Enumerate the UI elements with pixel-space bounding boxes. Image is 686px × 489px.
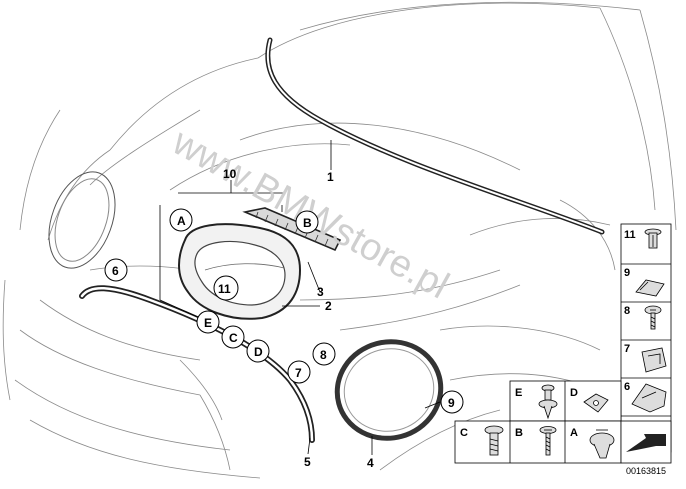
expanding-rivet-icon-E [538,384,558,420]
spring-nut-icon-D [583,393,609,413]
air-scoop-part-2 [178,223,302,320]
callout-9: 9 [448,396,455,410]
rivet-icon-11 [644,228,662,249]
fastener-legend-right-column [620,223,672,453]
callout-6: 6 [112,264,119,278]
legend-item-D: D [570,387,578,399]
callout-10: 10 [223,167,237,181]
legend-item-E: E [515,387,522,399]
legend-item-B: B [515,427,523,439]
clip-icon-9 [635,279,665,297]
callout-5: 5 [304,455,311,469]
callout-7: 7 [295,366,302,380]
push-clip-icon-A [589,429,615,459]
leader-lines [159,140,441,455]
tapping-screw-icon-B [539,426,557,456]
legend-item-6: 6 [624,381,630,393]
legend-item-9: 9 [624,267,630,279]
callout-E: E [204,316,212,330]
callout-A: A [177,214,186,228]
callout-D: D [254,345,263,359]
bracket-icon-6 [631,383,667,413]
document-number: 00163815 [626,466,666,476]
nut-clip-icon-7 [641,347,667,373]
callout-B: B [303,216,312,230]
headlamp-ring-part-4 [334,339,444,441]
callout-8: 8 [320,348,327,362]
legend-item-11: 11 [624,229,636,241]
legend-item-8: 8 [624,305,630,317]
callout-4: 4 [367,456,374,470]
reference-arrow-icon [620,420,672,464]
callout-1: 1 [327,170,334,184]
legend-item-A: A [570,427,578,439]
left-headlamp [48,171,116,269]
callout-11: 11 [218,282,231,296]
grille-insert-part-3 [242,207,342,252]
legend-item-7: 7 [624,343,630,355]
bolt-icon-C [484,425,504,456]
screw-icon-8 [644,305,662,330]
fastener-legend-bottom [454,380,622,464]
legend-item-C: C [460,427,468,439]
callout-3: 3 [317,285,324,299]
callout-2: 2 [325,299,332,313]
callout-C: C [229,331,238,345]
circled-callouts: 6 7 8 9 11 A B C D E [104,208,464,414]
